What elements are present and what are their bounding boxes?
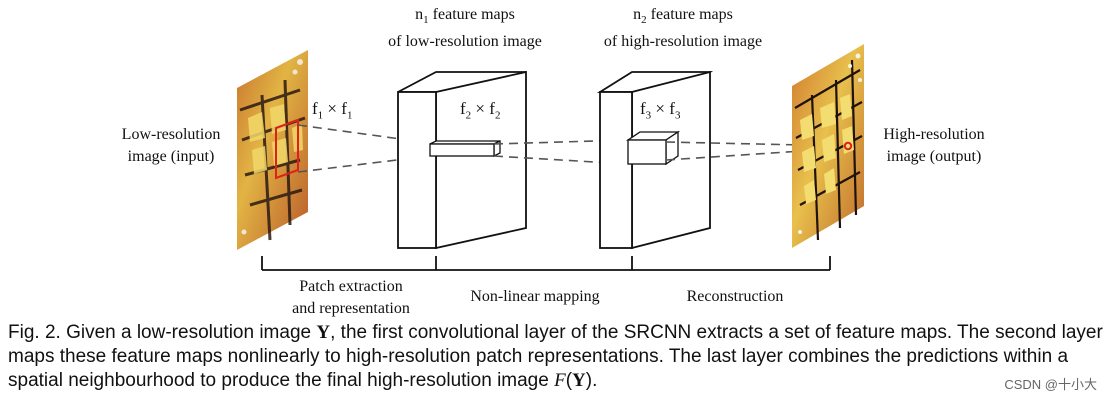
n1-line2: of low-resolution image — [388, 33, 542, 51]
n1-label: n1 feature maps of low-resolution image — [365, 4, 565, 53]
caption-open: ( — [565, 370, 573, 391]
n1-text: feature maps — [428, 6, 515, 23]
figure-caption: Fig. 2. Given a low-resolution image Y, … — [8, 321, 1103, 393]
caption-part1: Fig. 2. Given a low-resolution image — [8, 322, 317, 343]
n2-text: feature maps — [646, 6, 733, 23]
n2-subscript: 2 — [641, 14, 647, 27]
caption-Y2: Y — [572, 370, 586, 391]
filter-cube-3 — [625, 130, 681, 166]
n1-symbol: n — [415, 6, 424, 23]
caption-F: F — [554, 370, 566, 391]
stage-nonlinear-mapping: Non-linear mapping — [470, 288, 600, 305]
stage-patch-extraction: Patch extraction and representation — [292, 278, 410, 317]
diagram-graphics — [237, 44, 864, 271]
input-label: Low-resolution image (input) — [121, 126, 221, 165]
feature-block-n1 — [397, 70, 527, 250]
watermark: CSDN @十小大 — [1004, 377, 1097, 392]
n2-line2: of high-resolution image — [603, 33, 763, 51]
input-patch-marker — [275, 118, 299, 180]
output-pixel-marker — [843, 141, 853, 151]
n2-label: n2 feature maps of high-resolution image — [583, 4, 783, 53]
stage-bracket — [261, 256, 831, 271]
input-image — [237, 50, 308, 250]
stage-reconstruction: Reconstruction — [686, 288, 784, 305]
filter-slab-1 — [429, 139, 501, 158]
n1-subscript: 1 — [423, 14, 429, 27]
n2-symbol: n — [633, 6, 642, 23]
f3-label: f3 × f3 — [640, 99, 681, 122]
f2-label: f2 × f2 — [460, 99, 501, 122]
srcnn-diagram: n1 feature maps of low-resolution image … — [121, 4, 985, 317]
output-image — [792, 44, 864, 248]
f1-label: f1 × f1 — [312, 99, 353, 122]
caption-Y1: Y — [316, 322, 331, 343]
caption-close: ). — [585, 370, 598, 391]
output-label: High-resolution image (output) — [883, 126, 985, 165]
caption-part2: , the first convolutional layer of the S… — [8, 322, 1103, 391]
